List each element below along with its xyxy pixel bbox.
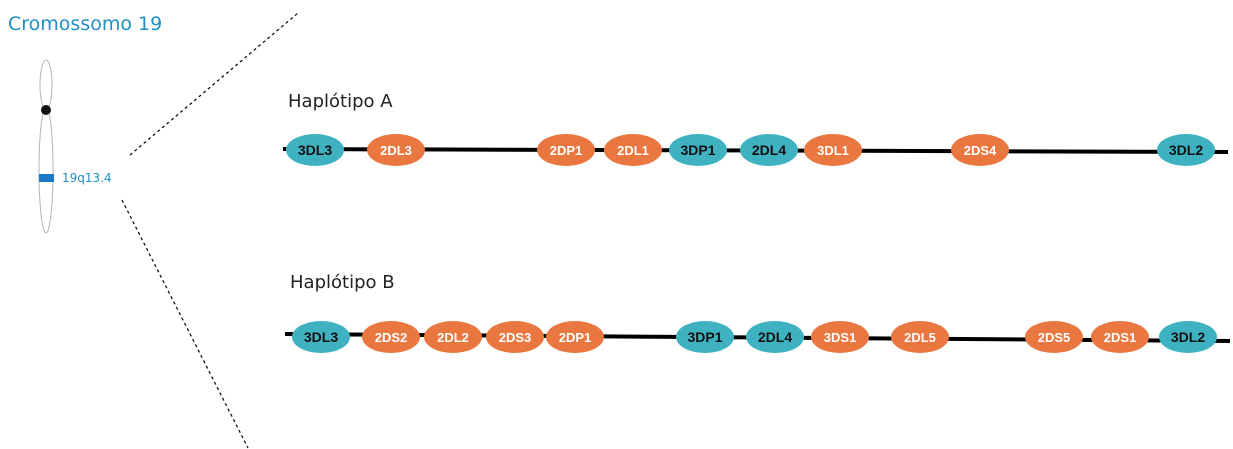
haplotype-a-title: Haplótipo A <box>288 91 393 112</box>
haplotype-b-gene-3dl3-shape <box>292 321 350 353</box>
haplotype-b-gene-2ds3-shape <box>486 321 544 353</box>
haplotype-b-gene-3dl3-label: 3DL3 <box>304 329 338 345</box>
band-label: 19q13.4 <box>62 171 112 185</box>
haplotype-b-gene-3ds1-label: 3DS1 <box>824 330 857 345</box>
haplotype-b-gene-2ds1-shape <box>1091 321 1149 353</box>
haplotype-b-gene-2dl2-shape <box>424 321 482 353</box>
haplotype-a-gene-2ds4: 2DS4 <box>951 134 1009 166</box>
haplotype-b-gene-2ds5: 2DS5 <box>1025 321 1083 353</box>
haplotype-a-gene-3dl3: 3DL3 <box>286 134 344 166</box>
haplotype-a-gene-2dl1-label: 2DL1 <box>617 143 649 158</box>
haplotype-a-gene-3dl3-shape <box>286 134 344 166</box>
haplotype-b-gene-2dl5-shape <box>891 321 949 353</box>
haplotype-b-gene-3dp1-label: 3DP1 <box>687 329 722 345</box>
chromosome-19 <box>38 59 54 234</box>
haplotype-b-gene-2ds3: 2DS3 <box>486 321 544 353</box>
haplotype-b-gene-2dl2-label: 2DL2 <box>437 330 469 345</box>
haplotype-a-gene-2dp1: 2DP1 <box>537 134 595 166</box>
haplotype-a-gene-2dl4: 2DL4 <box>740 134 798 166</box>
haplotype-b-title: Haplótipo B <box>290 272 395 293</box>
haplotype-b-gene-2dl4: 2DL4 <box>746 321 804 353</box>
chromosome-centromere <box>41 105 51 115</box>
haplotype-b-gene-2dl4-label: 2DL4 <box>758 329 792 345</box>
haplotype-b-gene-2ds5-shape <box>1025 321 1083 353</box>
haplotype-a-gene-2dl3-label: 2DL3 <box>380 143 412 158</box>
haplotype-b-gene-2dl5-label: 2DL5 <box>904 330 936 345</box>
haplotype-a-gene-3dp1: 3DP1 <box>669 134 727 166</box>
haplotype-b-gene-3dp1-shape <box>676 321 734 353</box>
haplotype-a-gene-3dl2-label: 3DL2 <box>1169 142 1203 158</box>
haplotype-b-gene-2dp1: 2DP1 <box>546 321 604 353</box>
haplotype-a-gene-2dl4-label: 2DL4 <box>752 142 786 158</box>
zoom-line-upper <box>129 12 299 156</box>
haplotype-a-gene-3dl1-label: 3DL1 <box>817 143 849 158</box>
haplotype-a-gene-2ds4-shape <box>951 134 1009 166</box>
haplotype-b-gene-2ds2-shape <box>362 321 420 353</box>
haplotype-b-gene-2dp1-shape <box>546 321 604 353</box>
haplotype-b-gene-3dl2-shape <box>1159 321 1217 353</box>
haplotype-b-gene-2dp1-label: 2DP1 <box>559 330 592 345</box>
haplotype-b-genes: 3DL3 2DS2 2DL2 2DS3 2DP1 3DP1 2DL4 3DS1 2DL5 2DS5… <box>292 321 1217 353</box>
chromosome-band-19q13-4 <box>39 174 54 182</box>
haplotype-b-gene-3dl3: 3DL3 <box>292 321 350 353</box>
haplotype-b-gene-2ds1: 2DS1 <box>1091 321 1149 353</box>
haplotype-a-gene-2dp1-shape <box>537 134 595 166</box>
haplotype-a-gene-3dp1-shape <box>669 134 727 166</box>
haplotype-a-gene-3dl1: 3DL1 <box>804 134 862 166</box>
haplotype-a-gene-3dl2-shape <box>1157 134 1215 166</box>
haplotype-a-gene-3dp1-label: 3DP1 <box>680 142 715 158</box>
haplotype-a-genes: 3DL3 2DL3 2DP1 2DL1 3DP1 2DL4 3DL1 2DS4 3DL2 <box>286 134 1215 166</box>
haplotype-a-gene-2ds4-label: 2DS4 <box>964 143 997 158</box>
haplotype-a-gene-2dl1-shape <box>604 134 662 166</box>
haplotype-a-gene-2dl4-shape <box>740 134 798 166</box>
chromosome-p-arm <box>39 59 53 111</box>
haplotype-a-gene-3dl1-shape <box>804 134 862 166</box>
haplotype-b-gene-3ds1: 3DS1 <box>811 321 869 353</box>
haplotype-a-gene-2dp1-label: 2DP1 <box>550 143 583 158</box>
haplotype-a-gene-2dl3-shape <box>367 134 425 166</box>
haplotype-b-gene-2ds2: 2DS2 <box>362 321 420 353</box>
haplotype-b-gene-2dl5: 2DL5 <box>891 321 949 353</box>
zoom-line-lower <box>121 199 249 449</box>
haplotype-b-gene-2ds1-label: 2DS1 <box>1104 330 1137 345</box>
haplotype-b-gene-3dp1: 3DP1 <box>676 321 734 353</box>
chromosome-q-arm <box>38 106 54 234</box>
haplotype-a-gene-2dl3: 2DL3 <box>367 134 425 166</box>
haplotype-a-gene-3dl3-label: 3DL3 <box>298 142 332 158</box>
haplotype-b-gene-3ds1-shape <box>811 321 869 353</box>
chromosome-title: Cromossomo 19 <box>8 13 163 35</box>
haplotype-b-gene-3dl2-label: 3DL2 <box>1171 329 1205 345</box>
haplotype-b-gene-3dl2: 3DL2 <box>1159 321 1217 353</box>
haplotype-b-gene-2ds2-label: 2DS2 <box>375 330 408 345</box>
haplotype-b-gene-2ds5-label: 2DS5 <box>1038 330 1071 345</box>
haplotype-b-gene-2ds3-label: 2DS3 <box>499 330 532 345</box>
haplotype-b-gene-2dl2: 2DL2 <box>424 321 482 353</box>
haplotype-b-gene-2dl4-shape <box>746 321 804 353</box>
haplotype-a-gene-3dl2: 3DL2 <box>1157 134 1215 166</box>
haplotype-a-gene-2dl1: 2DL1 <box>604 134 662 166</box>
